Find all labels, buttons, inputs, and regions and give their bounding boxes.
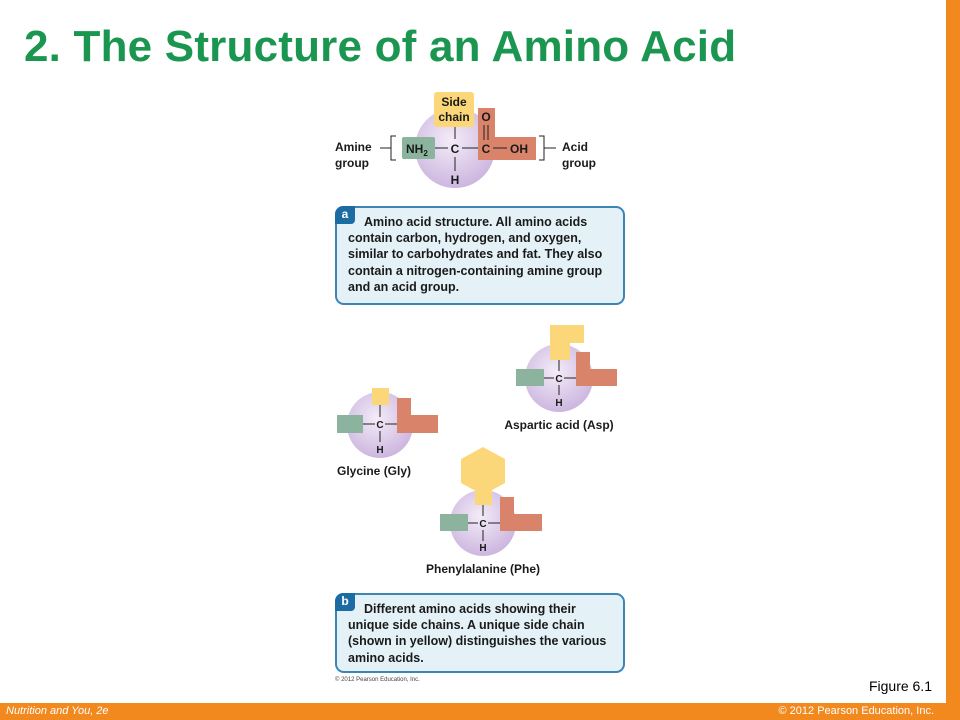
footer-book-title: Nutrition and You, 2e bbox=[6, 705, 109, 717]
footer-copyright: © 2012 Pearson Education, Inc. bbox=[778, 705, 934, 717]
phenylalanine-amine-group bbox=[440, 514, 468, 531]
glycine-carbon: C bbox=[376, 420, 383, 431]
slide-title: 2. The Structure of an Amino Acid bbox=[24, 22, 737, 71]
caption-b-tag: b bbox=[335, 593, 355, 611]
right-accent-bar bbox=[946, 0, 960, 703]
amine-bracket bbox=[390, 135, 396, 161]
glycine-side-chain bbox=[372, 388, 389, 405]
aspartic-amine-group bbox=[516, 369, 544, 386]
nh2-label: NH2 bbox=[406, 142, 428, 158]
acid-label-1: Acid bbox=[562, 140, 588, 154]
alpha-carbon-circle bbox=[415, 108, 495, 188]
general-structure: Side chain NH2 C H C O OH Amine bbox=[335, 92, 596, 188]
caption-b-text: Different amino acids showing their uniq… bbox=[348, 602, 607, 665]
aspartic-label: Aspartic acid (Asp) bbox=[504, 418, 613, 432]
phenylalanine-carbon: C bbox=[479, 519, 486, 530]
glycine-amine-group bbox=[337, 415, 363, 433]
amino-acid-figure: Side chain NH2 C H C O OH Amine bbox=[330, 85, 631, 691]
amine-label-2: group bbox=[335, 156, 369, 170]
figure-label: Figure 6.1 bbox=[868, 678, 932, 694]
alpha-carbon-label: C bbox=[451, 142, 460, 156]
aspartic-carbon: C bbox=[555, 374, 562, 385]
side-chain-label-2: chain bbox=[438, 110, 469, 124]
phenylalanine-molecule: C H Phenylalanine (Phe) bbox=[426, 447, 542, 576]
phenylalanine-ring bbox=[461, 447, 505, 495]
aspartic-acid-molecule: C H Aspartic acid (Asp) bbox=[504, 325, 617, 432]
side-chain-box bbox=[434, 92, 474, 127]
amine-label-1: Amine bbox=[335, 140, 372, 154]
glycine-label: Glycine (Gly) bbox=[337, 464, 411, 478]
acid-label-2: group bbox=[562, 156, 596, 170]
aspartic-side-chain bbox=[550, 325, 584, 360]
oh-label: OH bbox=[510, 142, 528, 156]
figure-copyright: © 2012 Pearson Education, Inc. bbox=[335, 677, 420, 683]
phenylalanine-label: Phenylalanine (Phe) bbox=[426, 562, 540, 576]
phenylalanine-acid-group bbox=[500, 497, 542, 531]
caption-a: a Amino acid structure. All amino acids … bbox=[335, 206, 625, 305]
oxygen-label: O bbox=[481, 110, 490, 124]
hydrogen-label: H bbox=[451, 173, 460, 187]
caption-b: b Different amino acids showing their un… bbox=[335, 593, 625, 673]
footer-bar bbox=[0, 703, 960, 720]
figure-svg: Side chain NH2 C H C O OH Amine bbox=[335, 92, 617, 576]
glycine-hydrogen: H bbox=[376, 445, 383, 456]
acid-group-shape bbox=[478, 108, 536, 160]
carboxyl-carbon-label: C bbox=[482, 142, 491, 156]
side-chain-label-1: Side bbox=[441, 95, 467, 109]
phenylalanine-hydrogen: H bbox=[479, 543, 486, 554]
phenylalanine-linker bbox=[475, 488, 492, 505]
phenylalanine-circle bbox=[450, 490, 516, 556]
glycine-circle bbox=[347, 392, 413, 458]
glycine-acid-group bbox=[397, 398, 438, 433]
glycine-molecule: C H Glycine (Gly) bbox=[337, 388, 438, 478]
aspartic-acid-group bbox=[576, 352, 617, 386]
caption-a-text: Amino acid structure. All amino acids co… bbox=[348, 215, 603, 294]
caption-a-tag: a bbox=[335, 206, 355, 224]
aspartic-hydrogen: H bbox=[555, 398, 562, 409]
amine-group-box bbox=[402, 137, 435, 159]
acid-bracket bbox=[539, 135, 545, 161]
